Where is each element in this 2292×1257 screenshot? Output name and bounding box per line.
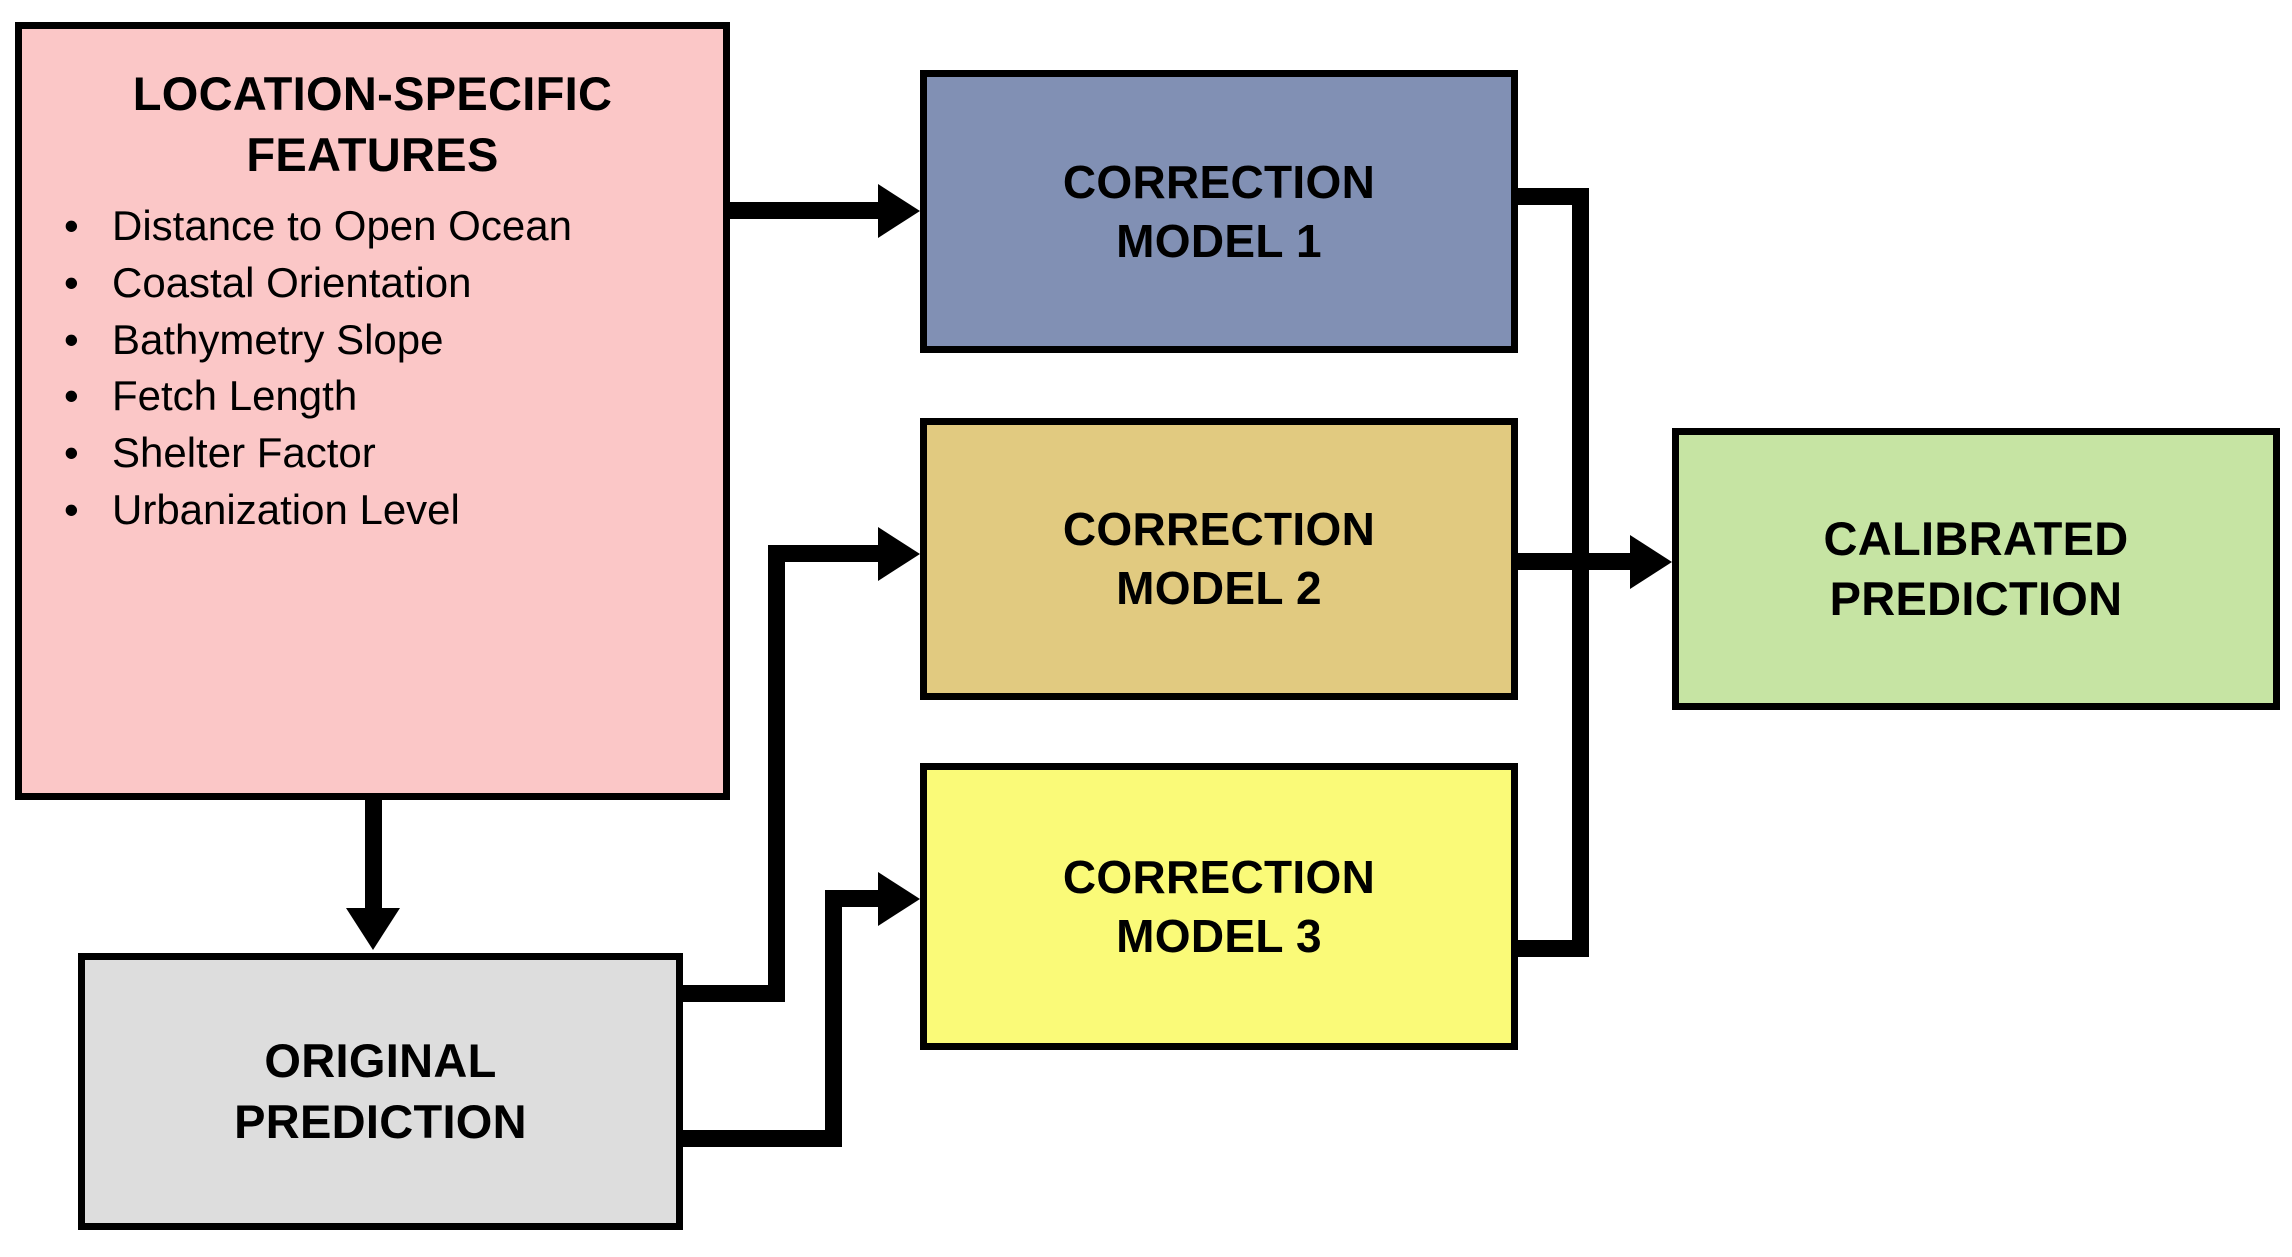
node-title-model-3: CORRECTION MODEL 3 [1062, 850, 1376, 962]
merge-bus-vertical [1572, 188, 1589, 957]
edge-features-to-original-arrowhead [346, 908, 400, 950]
list-item-label: Urbanization Level [112, 485, 460, 533]
edge-features-to-model1-arrowhead [878, 184, 920, 238]
node-location-specific-features[interactable]: LOCATION-SPECIFIC FEATURES • Distance to… [15, 22, 730, 800]
list-item: • Fetch Length [56, 369, 705, 423]
list-item: • Coastal Orientation [56, 256, 705, 310]
node-correction-model-3[interactable]: CORRECTION MODEL 3 [920, 763, 1518, 1050]
list-item: • Urbanization Level [56, 483, 705, 537]
feature-list: • Distance to Open Ocean • Coastal Orien… [22, 199, 723, 540]
list-item-label: Fetch Length [112, 372, 358, 420]
node-calibrated-prediction[interactable]: CALIBRATED PREDICTION [1672, 428, 2280, 710]
node-title-model-2: CORRECTION MODEL 2 [1062, 503, 1376, 614]
list-item-label: Bathymetry Slope [112, 315, 444, 363]
edge-original-to-model3-stub [683, 1130, 842, 1147]
list-item: • Distance to Open Ocean [56, 199, 705, 253]
bullet-icon: • [64, 372, 79, 420]
edge-bus-to-calibrated-line [1572, 553, 1634, 570]
edge-model3-to-bus-line [1518, 940, 1589, 957]
bullet-icon: • [64, 485, 79, 533]
edge-original-to-model3-arrowhead [878, 872, 920, 926]
edge-features-to-model1-line [730, 202, 882, 219]
bullet-icon: • [64, 258, 79, 306]
edge-bus-to-calibrated-arrowhead [1630, 535, 1672, 589]
list-item-label: Coastal Orientation [112, 258, 472, 306]
edge-model2-to-bus-line [1518, 553, 1589, 570]
list-item: • Shelter Factor [56, 426, 705, 480]
list-item: • Bathymetry Slope [56, 313, 705, 367]
bullet-icon: • [64, 202, 79, 250]
edge-original-to-model3-riser [825, 890, 842, 1147]
bullet-icon: • [64, 429, 79, 477]
node-title-original: ORIGINAL PREDICTION [234, 1034, 527, 1148]
edge-original-to-model2-stub [683, 985, 785, 1002]
edge-original-to-model2-riser [768, 545, 785, 1002]
node-title-calibrated: CALIBRATED PREDICTION [1823, 511, 2129, 625]
edge-features-to-original-line [365, 800, 382, 913]
node-correction-model-1[interactable]: CORRECTION MODEL 1 [920, 70, 1518, 353]
edge-original-to-model2-line [768, 545, 882, 562]
node-original-prediction[interactable]: ORIGINAL PREDICTION [78, 953, 683, 1230]
list-item-label: Shelter Factor [112, 429, 376, 477]
bullet-icon: • [64, 315, 79, 363]
edge-original-to-model2-arrowhead [878, 527, 920, 581]
node-correction-model-2[interactable]: CORRECTION MODEL 2 [920, 418, 1518, 700]
edge-model1-to-bus-line [1518, 188, 1589, 205]
node-title-model-1: CORRECTION MODEL 1 [1062, 155, 1376, 267]
list-item-label: Distance to Open Ocean [112, 202, 572, 250]
node-title-features: LOCATION-SPECIFIC FEATURES [132, 67, 613, 182]
edge-original-to-model3-line [825, 890, 882, 907]
